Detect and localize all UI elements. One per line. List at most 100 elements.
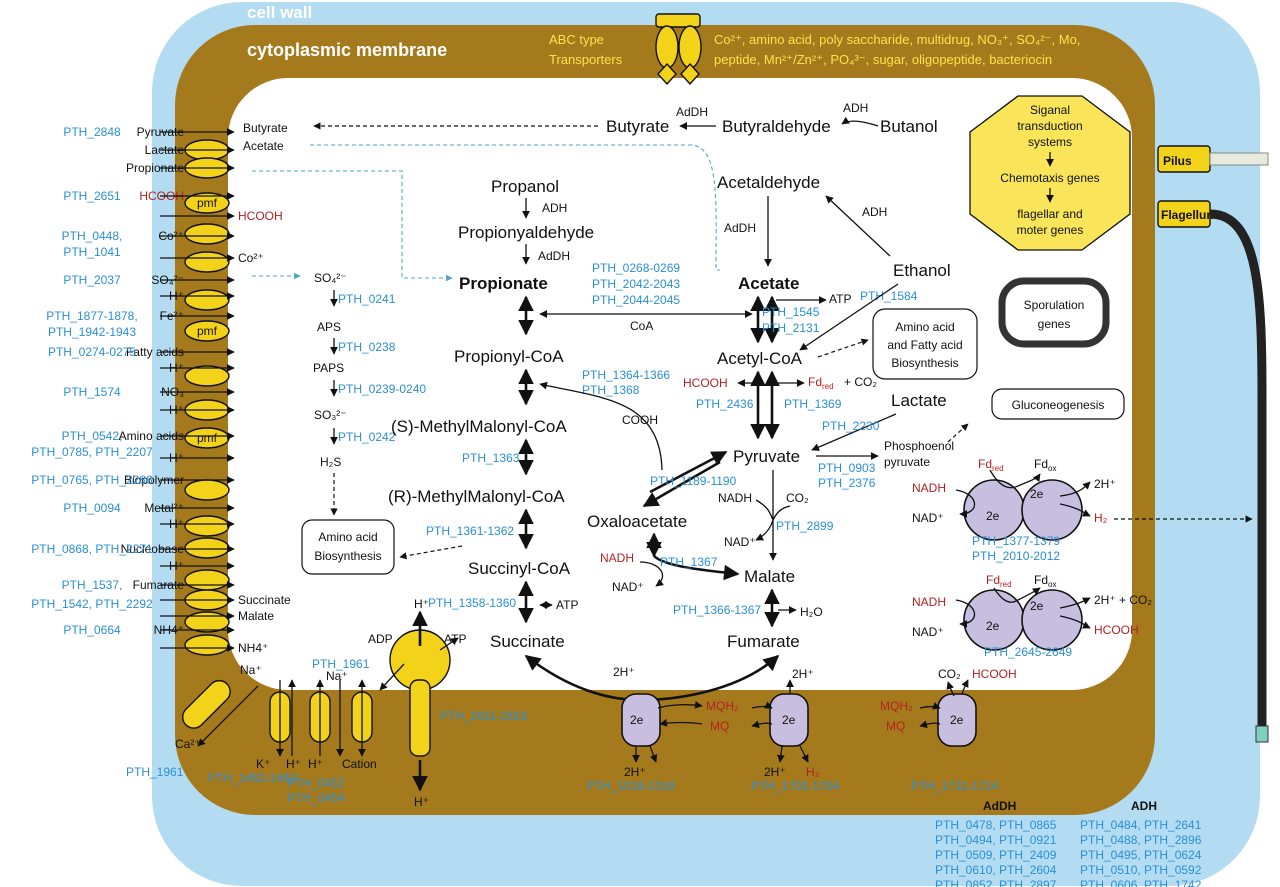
gluconeogenesis-box [991,388,1125,420]
gene-pth-1364-1366: PTH_1364-1366 [582,368,670,382]
malate: Malate [744,567,795,586]
abc-substrates-1: Co²⁺, amino acid, poly saccharide, multi… [714,32,1080,47]
fd-red-acetylcoa: Fdred [808,375,834,391]
gene-pth-1545: PTH_1545 [762,305,820,319]
signal-line-2: transduction [1017,119,1082,133]
svg-text:2e: 2e [986,619,1000,633]
cooh-label: COOH [622,413,658,427]
svg-text:Fdox: Fdox [1034,457,1056,473]
gene-pth-1961-na: PTH_1961 [312,657,370,671]
gene-pth-1361-1362: PTH_1361-1362 [426,524,514,538]
cell-wall-label: cell wall [247,3,312,22]
pmf-label: pmf [197,196,218,210]
abc-transporter [655,13,702,86]
addh-list-title: AdDH [983,799,1016,813]
svg-text:Fdred: Fdred [986,573,1012,589]
transport-gene: PTH_0664 [63,623,121,637]
transport-substrate: NH4⁺ [238,641,268,655]
transport-gene: PTH_2651 [63,189,121,203]
na-label-ca: Na⁺ [240,663,262,677]
membrane-transporter [184,569,230,591]
aa-fa-1: Amino acid [895,320,954,334]
co2-acetylcoa: + CO₂ [844,375,877,389]
gene-pth-2811-2818: PTH_2811-2818 [440,709,527,723]
transport-substrate: Malate [238,609,274,623]
formate-acetylcoa: HCOOH [683,376,728,390]
transport-gene: PTH_2848 [63,125,121,139]
hydrogenase-1: Fdred Fdox 2e 2e [955,457,1091,541]
adh-ethanol: ADH [862,205,887,219]
hyd2-nadh: NADH [912,595,946,609]
hydrogenase-2: Fdred Fdox 2e 2e [955,573,1091,651]
gene-pth-1584: PTH_1584 [860,289,918,303]
signal-line-3: systems [1028,135,1072,149]
complex-1711-mq: MQ [886,719,905,733]
co2-malic: CO₂ [786,491,809,505]
complex-1016: 2e [621,693,703,763]
addh-gene: PTH_0509, PTH_2409 [935,848,1057,862]
pmf-label: pmf [197,431,218,445]
addh-acetaldehyde: AdDH [724,221,756,235]
gene-pth-0242: PTH_0242 [338,430,396,444]
adh-gene: PTH_0510, PTH_0592 [1080,863,1202,877]
two-h-left: 2H⁺ [613,665,635,679]
transport-gene: PTH_0765, PTH_2286 [31,473,153,487]
complex-1701: 2e [751,679,809,763]
addh-gene: PTH_0852, PTH_2897 [935,878,1057,887]
gene-pth-1366-1367: PTH_1366-1367 [673,603,761,617]
hyd2-nad: NAD⁺ [912,625,944,639]
gene-pth-1701-1704: PTH_1701-1704 [751,779,839,793]
gene-pth-1961-ca: PTH_1961 [126,765,184,779]
transport-substrate: Nucleobase [121,542,185,556]
complex-1711: 2e [919,679,977,747]
propanol: Propanol [491,177,559,196]
gene-pth-1363: PTH_1363 [462,451,520,465]
gene-pth-0238: PTH_0238 [338,340,396,354]
adh-list-title: ADH [1131,799,1157,813]
gene-pth-2899: PTH_2899 [776,519,834,533]
oxaloacetate: Oxaloacetate [587,512,687,531]
transport-substrate: Fumarate [133,578,185,592]
complex-1016-2h: 2H⁺ [624,765,646,779]
gene-pth-1462-1463: PTH_1462-1463 [208,771,296,785]
membrane-label: cytoplasmic membrane [247,40,447,60]
atp-synthase [379,610,459,792]
addh-gene: PTH_0610, PTH_2604 [935,863,1057,877]
abc-title-2: Transporters [549,52,623,67]
flagellum-tip [1255,725,1269,743]
svg-text:Fdred: Fdred [978,457,1004,473]
pep-1: Phosphoenol [884,439,954,453]
complex-1711-formate: HCOOH [972,667,1017,681]
membrane-transporter [184,611,230,633]
svg-text:Fdox: Fdox [1034,573,1056,589]
butyraldehyde: Butyraldehyde [722,117,831,136]
gene-pth-1358-1360: PTH_1358-1360 [428,596,516,610]
h-label-2: H⁺ [308,757,323,771]
svg-text:2e: 2e [782,713,796,727]
membrane-transporter [184,365,230,387]
h-label-1: H⁺ [286,757,301,771]
pep-2: pyruvate [884,455,930,469]
nadh-malic: NADH [718,491,752,505]
transport-substrate: Biopolymer [124,473,184,487]
adh-gene: PTH_0484, PTH_2641 [1080,818,1202,832]
complex-1016-mq: MQ [710,719,729,733]
gene-pth-2436: PTH_2436 [696,397,754,411]
pilus-label: Pilus [1163,154,1192,168]
propionaldehyde: Propionyaldehyde [458,223,594,242]
svg-text:2e: 2e [1030,487,1044,501]
complex-1701-2h: 2H⁺ [764,765,786,779]
adh-gene: PTH_0495, PTH_0624 [1080,848,1202,862]
acetate-out: Acetate [243,139,284,153]
gene-pth-2044-2045: PTH_2044-2045 [592,293,680,307]
gene-pth-1016-1018: PTH_1016-1018 [587,779,675,793]
gene-pth-1711-1714: PTH_1711-1714 [911,779,998,793]
addh-top: AdDH [676,105,708,119]
gene-pth-1369: PTH_1369 [784,397,842,411]
gene-pth-2376: PTH_2376 [818,476,876,490]
pmf-transporter [184,320,230,342]
hyd2-formate: HCOOH [1094,623,1139,637]
transport-gene: PTH_1041 [63,245,121,259]
